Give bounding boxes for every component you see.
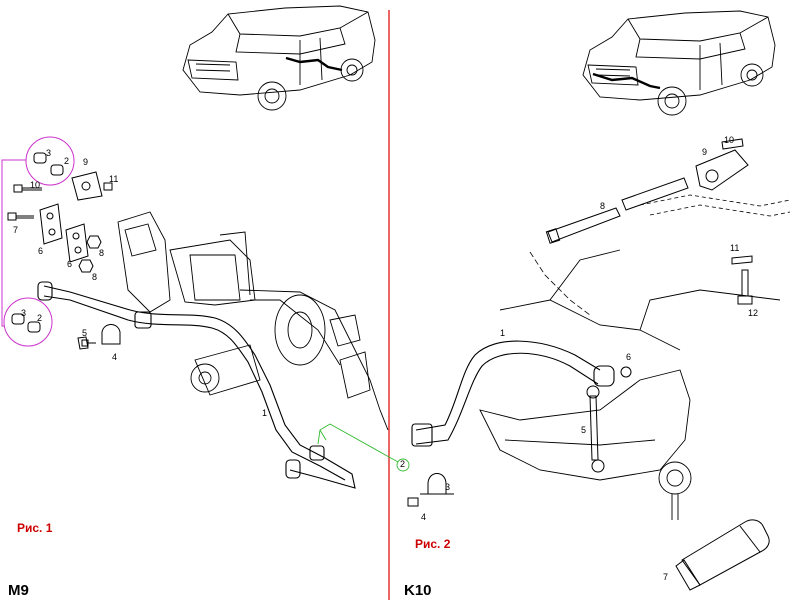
label-part-2-top-left: 2 bbox=[64, 156, 70, 166]
label-part-9-right: 9 bbox=[702, 147, 708, 157]
label-part-3-bottom-left: 3 bbox=[21, 308, 27, 318]
label-part-2-bottom-left: 2 bbox=[37, 313, 43, 323]
vehicle-overview-icon-right bbox=[582, 10, 776, 116]
bracket-9-right bbox=[695, 149, 749, 191]
strap-4-left bbox=[101, 324, 121, 345]
label-part-10-left: 10 bbox=[30, 180, 41, 190]
figure-caption-right: Рис. 2 bbox=[415, 537, 451, 551]
label-part-1-right: 1 bbox=[500, 328, 506, 338]
leader-line-2 bbox=[319, 423, 399, 463]
strap-3-right bbox=[420, 473, 454, 495]
label-part-5-left: 5 bbox=[82, 328, 88, 338]
clamp-6-upper bbox=[39, 203, 63, 245]
stabilizer-bar-icon-right bbox=[411, 340, 615, 447]
label-part-11-right: 11 bbox=[730, 243, 740, 253]
rear-axle-assembly bbox=[117, 211, 389, 431]
label-part-6-left-a: 6 bbox=[38, 246, 44, 256]
label-part-3-right: 3 bbox=[445, 482, 451, 492]
stabilizer-link-5 bbox=[586, 385, 605, 473]
bushing-callout-group bbox=[1, 136, 75, 347]
bracket-9-left bbox=[71, 171, 103, 201]
bolt-icon bbox=[7, 182, 113, 350]
bolt-4-right bbox=[407, 497, 419, 507]
label-part-9-left: 9 bbox=[83, 157, 89, 167]
bolt-icon-right bbox=[731, 255, 753, 305]
label-part-2-right: 2 bbox=[400, 459, 406, 469]
label-part-6-left-b: 6 bbox=[67, 259, 73, 269]
figure-caption-left: Рис. 1 bbox=[17, 521, 53, 535]
model-code-left: M9 bbox=[8, 582, 29, 599]
label-part-7-left: 7 bbox=[13, 225, 19, 235]
frame-rail bbox=[639, 194, 791, 217]
label-part-8-left-b: 8 bbox=[92, 272, 98, 282]
pin-10-right bbox=[721, 138, 744, 150]
nut-8-b bbox=[78, 259, 94, 273]
model-code-right: K10 bbox=[404, 582, 432, 599]
nut-6-right bbox=[620, 366, 632, 378]
nut-8-a bbox=[86, 235, 102, 249]
callout-2-marker bbox=[396, 458, 410, 472]
clamp-6-lower bbox=[65, 223, 89, 263]
vehicle-overview-icon-left bbox=[182, 5, 376, 111]
label-part-12-right: 12 bbox=[748, 308, 759, 318]
label-part-4-right: 4 bbox=[421, 512, 427, 522]
label-part-3-top-left: 3 bbox=[46, 148, 52, 158]
label-part-10-right: 10 bbox=[724, 135, 735, 145]
label-part-11-left: 11 bbox=[109, 174, 119, 184]
label-part-1-left: 1 bbox=[262, 408, 268, 418]
torsion-shaft-8 bbox=[545, 177, 689, 244]
bushing-icon bbox=[11, 152, 64, 333]
label-part-7-right: 7 bbox=[663, 572, 669, 582]
label-part-6-right: 6 bbox=[626, 352, 632, 362]
label-part-4-left: 4 bbox=[112, 352, 118, 362]
label-part-8-right: 8 bbox=[600, 201, 606, 211]
label-part-8-left-a: 8 bbox=[99, 248, 105, 258]
grease-tube-icon bbox=[675, 519, 770, 591]
stabilizer-bar-icon-left bbox=[37, 281, 356, 489]
suspension-arm bbox=[479, 249, 781, 520]
label-part-5-right: 5 bbox=[581, 425, 587, 435]
